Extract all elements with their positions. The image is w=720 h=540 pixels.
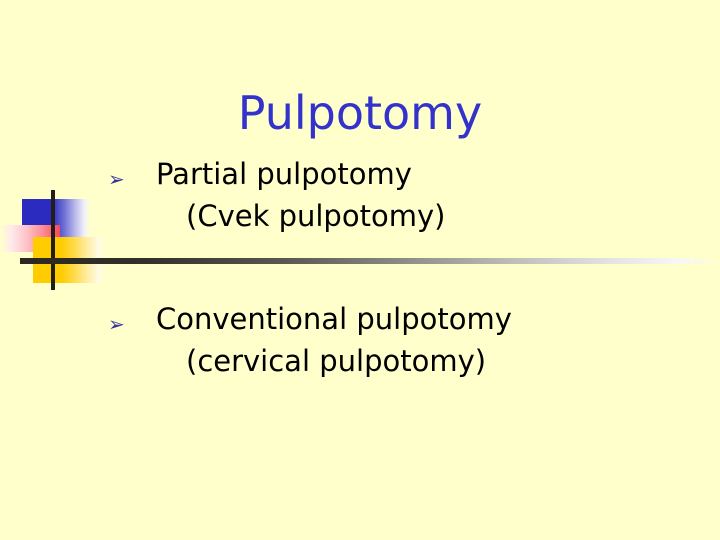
vertical-rule-divider [51,190,55,290]
bullet-text-secondary: (cervical pulpotomy) [186,343,487,378]
page-title: Pulpotomy [237,85,483,140]
bullet-text-primary: Partial pulpotomy [156,157,412,191]
bullet-text-primary: Conventional pulpotomy [156,302,512,337]
arrow-bullet-icon: ➢ [108,312,125,337]
slide-body: ➢ Partial pulpotomy (Cvek pulpotomy) ➢ C… [108,157,708,390]
list-item: ➢ Conventional pulpotomy (cervical pulpo… [108,305,708,376]
bullet-text-secondary: (Cvek pulpotomy) [186,198,446,233]
arrow-bullet-icon: ➢ [108,167,125,191]
horizontal-rule-divider [20,258,720,264]
list-item: ➢ Partial pulpotomy (Cvek pulpotomy) [108,157,708,233]
